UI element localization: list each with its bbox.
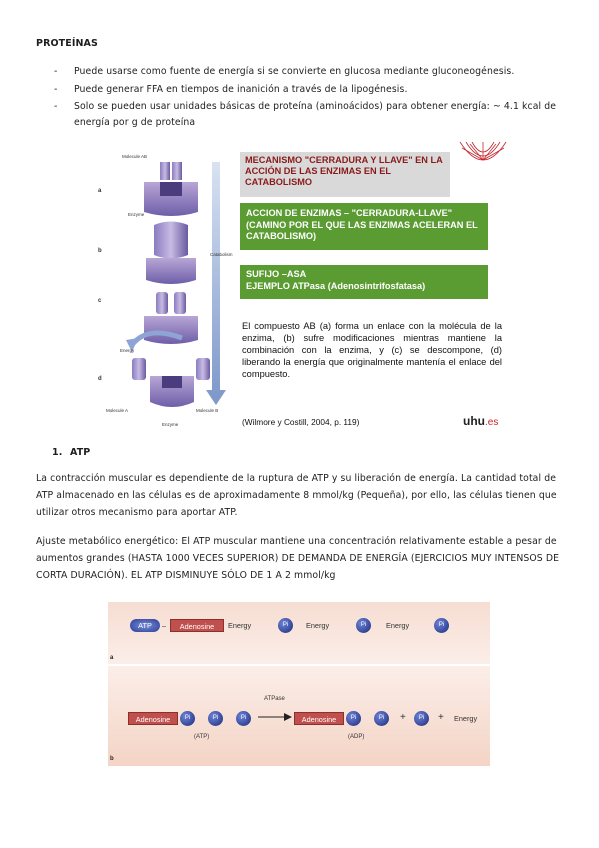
atp-hydrolysis-panel: Adenosine Pi Pi Pi (ATP) ATPase Adenosin… [108, 666, 490, 766]
panel-label-b: b [110, 756, 114, 762]
step-label-c: c [98, 298, 102, 304]
protein-bullet-list: Puede usarse como fuente de energía si s… [52, 64, 572, 132]
enzyme-action-box: ACCION DE ENZIMAS – "CERRADURA-LLAVE" (C… [240, 203, 488, 250]
step-label-a: a [98, 188, 102, 194]
label-molecule-b: Molecule B [196, 408, 219, 413]
enzyme-mechanism-slide: Molecule AB Enzyme Catabolism Energy Mol… [92, 140, 512, 430]
logo-suffix: .es [485, 417, 499, 428]
paragraph-metabolic-adjustment: Ajuste metabólico energético: El ATP mus… [36, 536, 560, 581]
university-seal-icon [459, 141, 507, 161]
suffix-line: SUFIJO –ASA [246, 269, 307, 279]
step-label-d: d [98, 376, 102, 382]
atp-hydrolysis-diagram: ATP ‒ Adenosine Energy Pi Energy Pi Ener… [108, 602, 490, 766]
phosphate-circle: Pi [236, 711, 251, 726]
catabolism-arrow [206, 162, 226, 405]
bullet-item: Puede usarse como fuente de energía si s… [52, 64, 572, 80]
label-molecule-ab: Molecule AB [122, 154, 148, 159]
bullet-item: Puede generar FFA en tiempos de inanició… [52, 82, 572, 98]
label-molecule-a: Molecule A [106, 408, 129, 413]
caption-adp: (ADP) [348, 734, 365, 740]
paragraph-atp-contraction: La contracción muscular es dependiente d… [36, 473, 557, 518]
adenosine-block: Adenosine [294, 712, 344, 725]
bullet-item: Solo se pueden usar unidades básicas de … [52, 99, 572, 130]
adenosine-block: Adenosine [170, 619, 224, 632]
citation: (Wilmore y Costill, 2004, p. 119) [242, 417, 360, 427]
energy-text: Energy [306, 621, 330, 630]
mechanism-title-box: MECANISMO "CERRADURA Y LLAVE" EN LA ACCI… [240, 152, 450, 197]
label-catabolism: Catabolism [210, 252, 233, 257]
panel-label-a: a [110, 655, 114, 661]
phosphate-circle: Pi [208, 711, 223, 726]
phosphate-circle: Pi [278, 618, 293, 633]
phosphate-circle: Pi [180, 711, 195, 726]
plus-sign: + [438, 712, 444, 723]
adenosine-block: Adenosine [128, 712, 178, 725]
university-logo-text: uhu.es [463, 414, 498, 428]
label-energy: Energy [120, 348, 135, 353]
section-title-atp: 1. ATP [52, 447, 90, 458]
energy-text: Energy [454, 714, 478, 723]
suffix-example-box: SUFIJO –ASA EJEMPLO ATPasa (Adenosintrif… [240, 265, 488, 299]
atp-structure-panel: ATP ‒ Adenosine Energy Pi Energy Pi Ener… [108, 602, 490, 664]
dash-arrow: ‒ [162, 621, 167, 630]
atp-pill: ATP [130, 619, 160, 632]
phosphate-circle: Pi [374, 711, 389, 726]
section-title-text: ATP [70, 447, 91, 458]
phosphate-circle: Pi [434, 618, 449, 633]
section-number: 1. [52, 447, 63, 458]
phosphate-circle: Pi [356, 618, 371, 633]
reaction-arrow-icon [258, 713, 292, 721]
energy-text: Energy [228, 621, 252, 630]
enzyme-illustration [126, 162, 226, 407]
plus-sign: + [400, 712, 406, 723]
enzyme-diagram: Molecule AB Enzyme Catabolism Energy Mol… [92, 140, 252, 430]
caption-atp: (ATP) [194, 734, 210, 740]
mechanism-explanation: El compuesto AB (a) forma un enlace con … [242, 321, 502, 379]
phosphate-circle: Pi [414, 711, 429, 726]
atpase-label: ATPase [264, 696, 285, 702]
step-label-b: b [98, 248, 102, 254]
logo-main: uhu [463, 414, 485, 428]
label-enzyme-bottom: Enzyme [162, 422, 179, 427]
example-line: EJEMPLO ATPasa (Adenosintrifosfatasa) [246, 280, 426, 291]
section-heading-proteinas: PROTEÍNAS [36, 38, 98, 49]
label-enzyme-top: Enzyme [128, 212, 145, 217]
energy-text: Energy [386, 621, 410, 630]
phosphate-circle: Pi [346, 711, 361, 726]
